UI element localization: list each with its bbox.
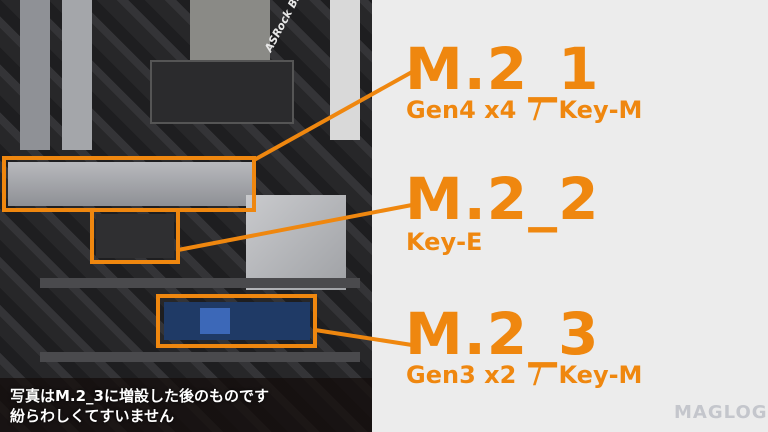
m2-heatsink-1 — [8, 162, 252, 206]
photo-caption: 写真はM.2_3に増設した後のものです 紛らわしくてすいません — [10, 386, 269, 426]
highlight-box-m2-2 — [90, 208, 180, 264]
label-panel — [372, 0, 768, 432]
pcie-slot — [40, 352, 360, 362]
label-m2-3-subtitle: Gen3 x2 / Key-M — [406, 361, 643, 389]
label-m2-1-title: M.2_1 — [405, 35, 600, 103]
cpu-socket — [150, 60, 294, 124]
ssd-label — [200, 308, 230, 334]
m2-slot-2 — [96, 214, 174, 258]
leader-line-m2-3 — [314, 328, 413, 347]
caption-shade — [0, 378, 372, 432]
cpu — [190, 0, 270, 60]
leader-line-m2-1 — [253, 70, 413, 162]
label-m2-1-subtitle: Gen4 x4 / Key-M — [406, 96, 643, 124]
caption-line-1: 写真はM.2_3に増設した後のものです — [10, 387, 270, 405]
label-m2-2-subtitle: Key-E — [406, 228, 483, 256]
chipset-heatsink — [246, 195, 346, 290]
caption-line-2: 紛らわしくてすいません — [10, 407, 175, 425]
label-m2-3-title: M.2_3 — [405, 300, 600, 368]
label-m2-2-title: M.2_2 — [405, 165, 600, 233]
m2-ssd-3 — [164, 302, 310, 340]
ram-slot — [20, 0, 50, 150]
highlight-box-m2-1 — [2, 156, 256, 212]
highlight-box-m2-3 — [156, 294, 317, 348]
leader-line-m2-2 — [177, 203, 413, 252]
ram-slot — [62, 0, 92, 150]
motherboard-photo: ASRock B550 TW — [0, 0, 372, 432]
pcie-slot — [40, 278, 360, 288]
watermark-logo: MAGLOG — [674, 402, 768, 423]
